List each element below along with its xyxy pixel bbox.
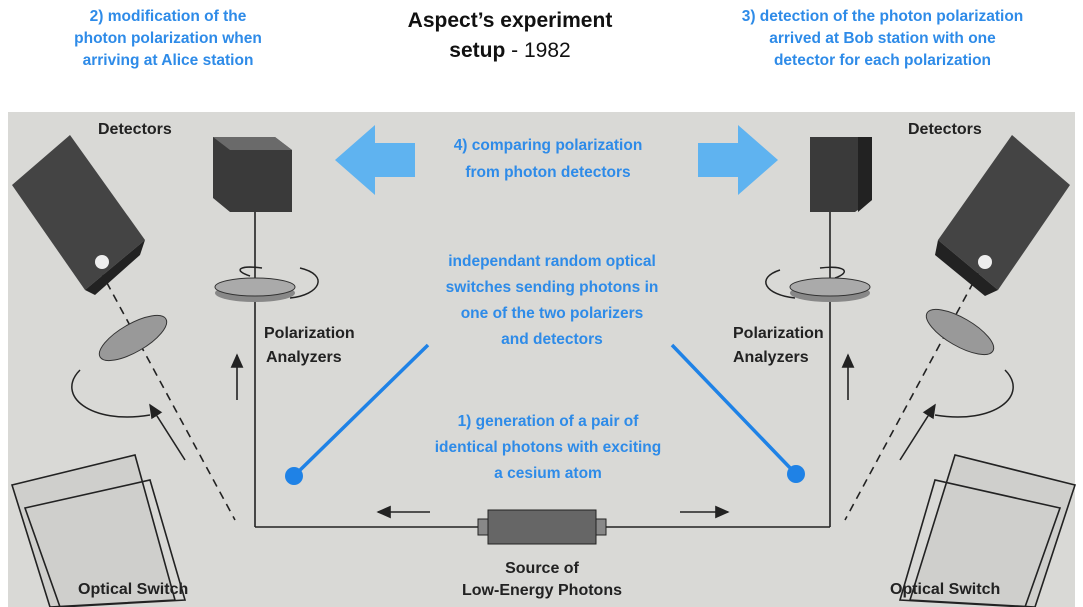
compare-arrow-left [335, 125, 415, 195]
optical-switch-left [10, 454, 187, 607]
photon-source [477, 509, 607, 545]
detector-left-vertical [213, 137, 292, 212]
flow-arrows [149, 353, 936, 519]
label-detectors-right: Detectors [908, 121, 982, 138]
pointer-line-right [670, 343, 796, 474]
label-source-1: Source of [505, 560, 579, 577]
annotation-switches-3: one of the two polarizers [461, 305, 644, 322]
label-optical-switch-right: Optical Switch [890, 581, 1000, 598]
annotation-switches-2: switches sending photons in [446, 279, 659, 296]
label-source-2: Low-Energy Photons [462, 582, 622, 599]
polarizer-right-tilted [925, 308, 995, 356]
header-right-line-3: detector for each polarization [773, 52, 992, 69]
header-left-caption: 2) modification of the photon polarizati… [18, 6, 318, 72]
polarizer-left-tilted [98, 314, 168, 362]
label-polarization-left-2: Analyzers [266, 349, 342, 366]
label-polarization-right-1: Polarization [733, 325, 824, 342]
header-left-line-1: 2) modification of the [89, 8, 247, 25]
optical-switch-right [898, 454, 1077, 607]
label-polarization-left-1: Polarization [264, 325, 355, 342]
compare-arrow-right [698, 125, 778, 195]
polarizer-right [789, 277, 871, 302]
title-setup: setup [449, 39, 506, 62]
pointer-dot-right [787, 465, 805, 483]
header-right-line-2: arrived at Bob station with one [769, 30, 996, 47]
header-right-caption: 3) detection of the photon polarization … [690, 6, 1075, 72]
title-year: - 1982 [505, 39, 571, 62]
annotation-comparing-2: from photon detectors [465, 164, 630, 181]
annotation-generation-1: 1) generation of a pair of [458, 413, 640, 430]
detector-right-tilted [935, 135, 1070, 296]
rotation-arrows [71, 266, 1014, 418]
header-left-line-2: photon polarization when [74, 30, 262, 47]
label-polarization-right-2: Analyzers [733, 349, 809, 366]
header-left-line-3: arriving at Alice station [82, 52, 254, 69]
detector-right-vertical [810, 137, 872, 212]
label-detectors-left: Detectors [98, 121, 172, 138]
annotation-switches-1: independant random optical [448, 253, 656, 270]
annotation-switches-4: and detectors [501, 331, 603, 348]
annotation-generation-2: identical photons with exciting [435, 439, 661, 456]
page-title: Aspect’s experiment setup - 1982 [360, 6, 660, 66]
detector-left-tilted [12, 135, 145, 295]
polarizer-left [214, 277, 296, 302]
annotation-generation-3: a cesium atom [494, 465, 602, 482]
title-line-1: Aspect’s experiment [407, 9, 613, 32]
header-right-line-1: 3) detection of the photon polarization [741, 8, 1024, 25]
pointer-line-left [294, 343, 430, 476]
label-optical-switch-left: Optical Switch [78, 581, 188, 598]
pointer-dot-left [285, 467, 303, 485]
annotation-comparing-1: 4) comparing polarization [454, 137, 643, 154]
